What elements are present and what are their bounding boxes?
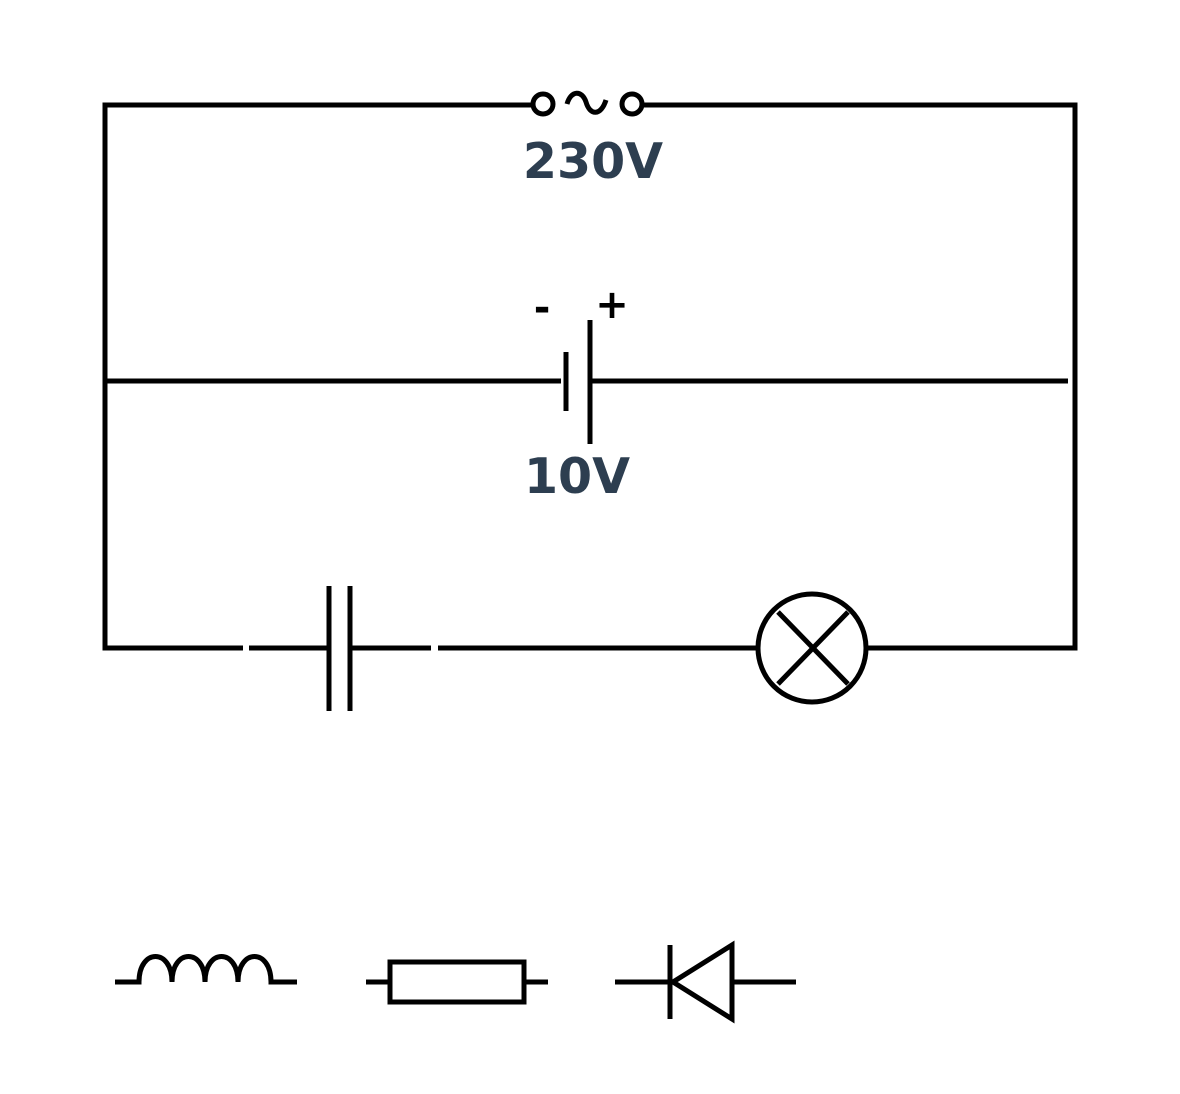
battery-positive-sign: +	[595, 282, 629, 328]
ac-terminal-right	[619, 91, 645, 117]
inductor-coil-icon	[115, 954, 297, 985]
diode-triangle	[668, 940, 735, 1024]
ac-voltage-label: 230V	[523, 133, 663, 190]
ac-terminal-left	[530, 91, 556, 117]
lamp	[755, 591, 869, 705]
ac-tilde-icon	[564, 90, 609, 115]
battery	[563, 320, 593, 444]
resistor	[366, 959, 548, 1005]
resistor-body	[387, 959, 527, 1005]
dc-voltage-label: 10V	[524, 448, 630, 505]
diode	[615, 940, 796, 1024]
lamp-cross-b	[776, 610, 850, 686]
battery-negative-sign: -	[534, 285, 551, 331]
lamp-circle	[755, 591, 869, 705]
inductor	[115, 954, 297, 985]
capacitor	[326, 586, 353, 711]
ac-source	[530, 90, 645, 117]
